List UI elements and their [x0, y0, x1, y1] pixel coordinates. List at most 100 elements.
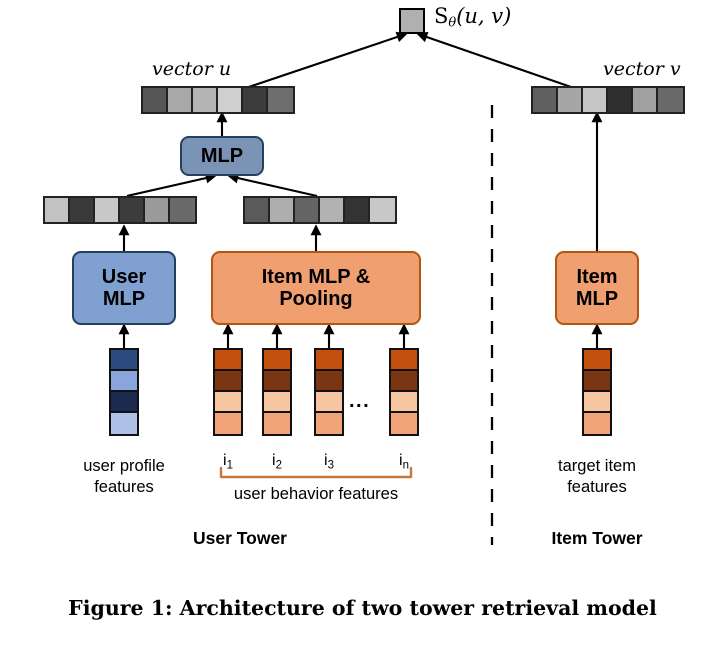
score-arguments: (u, v)	[456, 4, 512, 28]
item-hidden-vector-cell-5	[345, 198, 370, 222]
behavior-feature-1-cell-1	[215, 350, 241, 371]
score-symbol: S	[434, 4, 449, 28]
user-behavior-features-label: user behavior features	[233, 485, 399, 503]
vector-v-strip	[531, 86, 685, 114]
target-item-feature-cell-2	[584, 371, 610, 392]
vector-v-cell-3	[583, 88, 608, 112]
vector-u-cell-3	[193, 88, 218, 112]
behavior-index-sub-n: n	[402, 459, 409, 472]
behavior-feature-2-cell-4	[264, 413, 290, 434]
behavior-feature-2-cell-2	[264, 371, 290, 392]
target-item-feature-cell-3	[584, 392, 610, 413]
edge-item-hidden-to-mlp	[227, 172, 318, 198]
behavior-feature-3-cell-2	[316, 371, 342, 392]
item-mlp-pooling-label-line1: Item MLP &	[261, 265, 371, 288]
vector-v-cell-1	[533, 88, 558, 112]
vector-v-cell-6	[658, 88, 683, 112]
behavior-index-label-n: in	[384, 452, 424, 471]
behavior-feature-3-cell-3	[316, 392, 342, 413]
vector-u-cell-4	[218, 88, 243, 112]
behavior-index-base-1: i	[223, 452, 227, 469]
target-item-features-label: target item features	[532, 456, 662, 498]
score-node-label: Sθ(u, v)	[434, 4, 511, 31]
behavior-index-label-2: i2	[257, 452, 297, 471]
behavior-index-sub-2: 2	[275, 459, 282, 472]
mlp-block-label: MLP	[200, 144, 244, 167]
item-hidden-vector-cell-2	[270, 198, 295, 222]
item-hidden-vector-cell-6	[370, 198, 395, 222]
behavior-feature-1-cell-3	[215, 392, 241, 413]
behavior-feature-4-cell-3	[391, 392, 417, 413]
target-item-feature-cell-1	[584, 350, 610, 371]
edge-user-hidden-to-mlp	[126, 172, 217, 198]
item-mlp-label-line2: MLP	[575, 288, 619, 310]
user-profile-label-line1: user profile	[83, 457, 165, 475]
vector-u-cell-6	[268, 88, 293, 112]
behavior-index-label-3: i3	[309, 452, 349, 471]
user-hidden-vector-cell-6	[170, 198, 195, 222]
item-hidden-vector-cell-1	[245, 198, 270, 222]
vector-v-cell-2	[558, 88, 583, 112]
user-hidden-vector-strip	[43, 196, 197, 224]
item-tower-label: Item Tower	[551, 528, 643, 548]
behavior-index-base-n: i	[399, 452, 403, 469]
item-hidden-vector-strip	[243, 196, 397, 224]
behavior-index-base-3: i	[324, 452, 328, 469]
behavior-index-base-2: i	[272, 452, 276, 469]
score-node-box	[399, 8, 425, 34]
behavior-feature-4-cell-2	[391, 371, 417, 392]
behavior-feature-2-cell-1	[264, 350, 290, 371]
user-profile-feature-cell-1	[111, 350, 137, 371]
vector-u-cell-2	[168, 88, 193, 112]
behavior-ellipsis: ...	[349, 390, 371, 412]
user-mlp-label-line2: MLP	[102, 288, 146, 310]
item-mlp-pooling-label-line2: Pooling	[279, 288, 353, 310]
user-hidden-vector-cell-3	[95, 198, 120, 222]
user-profile-feature-cell-3	[111, 392, 137, 413]
vector-u-cell-1	[143, 88, 168, 112]
score-theta-subscript: θ	[448, 15, 457, 31]
behavior-feature-4-cell-4	[391, 413, 417, 434]
user-profile-feature-cell-4	[111, 413, 137, 434]
vector-u-cell-5	[243, 88, 268, 112]
behavior-feature-4-cell-1	[391, 350, 417, 371]
figure-caption: Figure 1: Architecture of two tower retr…	[68, 596, 657, 620]
behavior-feature-1-cell-4	[215, 413, 241, 434]
target-item-label-line1: target item	[558, 457, 636, 475]
behavior-feature-column-1	[213, 348, 243, 436]
user-hidden-vector-cell-2	[70, 198, 95, 222]
behavior-index-sub-3: 3	[327, 459, 334, 472]
user-mlp-label-line1: User	[101, 265, 147, 288]
behavior-feature-1-cell-2	[215, 371, 241, 392]
behavior-feature-column-n	[389, 348, 419, 436]
item-hidden-vector-cell-3	[295, 198, 320, 222]
user-profile-feature-cell-2	[111, 371, 137, 392]
behavior-feature-column-3	[314, 348, 344, 436]
vector-u-strip	[141, 86, 295, 114]
behavior-feature-2-cell-3	[264, 392, 290, 413]
item-hidden-vector-cell-4	[320, 198, 345, 222]
target-item-label-line2: features	[567, 478, 627, 497]
behavior-feature-3-cell-1	[316, 350, 342, 371]
behavior-feature-3-cell-4	[316, 413, 342, 434]
user-profile-label-line2: features	[94, 478, 154, 497]
user-hidden-vector-cell-4	[120, 198, 145, 222]
behavior-index-sub-1: 1	[226, 459, 233, 472]
user-hidden-vector-cell-5	[145, 198, 170, 222]
item-mlp-label-line1: Item	[576, 265, 618, 288]
target-item-feature-cell-4	[584, 413, 610, 434]
user-tower-label: User Tower	[192, 528, 287, 548]
mlp-block[interactable]: MLP	[180, 136, 264, 176]
user-profile-features-label: user profile features	[59, 456, 189, 498]
behavior-feature-column-2	[262, 348, 292, 436]
user-hidden-vector-cell-1	[45, 198, 70, 222]
user-mlp-block[interactable]: User MLP	[72, 251, 176, 325]
item-mlp-pooling-block[interactable]: Item MLP & Pooling	[211, 251, 421, 325]
item-mlp-block[interactable]: Item MLP	[555, 251, 639, 325]
vector-v-cell-4	[608, 88, 633, 112]
vector-u-caption: vector u	[152, 58, 232, 80]
vector-v-caption: vector v	[603, 58, 681, 80]
vector-v-cell-5	[633, 88, 658, 112]
user-profile-feature-column	[109, 348, 139, 436]
